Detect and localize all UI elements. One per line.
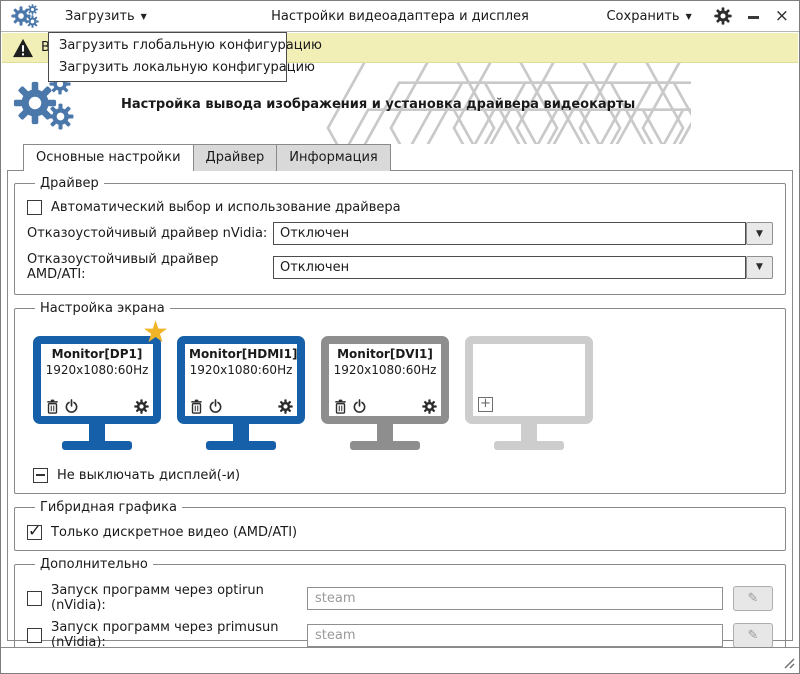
keep-display-on-checkbox[interactable]	[33, 468, 48, 483]
screen-group: Настройка экрана ★ Monitor[DP1] 1920x108…	[14, 301, 786, 494]
nvidia-failsafe-combobox[interactable]: Отключен ▼	[273, 222, 773, 245]
screen-group-title: Настройка экрана	[40, 301, 165, 316]
warning-icon	[12, 38, 34, 58]
monitor-name: Monitor[HDMI1]	[189, 347, 298, 361]
toolbar: Загрузить ▼ Настройки видеоадаптера и ди…	[1, 1, 799, 32]
trash-icon[interactable]	[333, 399, 348, 414]
combo-arrow-button[interactable]: ▼	[746, 222, 773, 245]
resize-grip[interactable]	[781, 655, 795, 669]
settings-gear-icon[interactable]	[714, 7, 732, 25]
hybrid-group: Гибридная графика Только дискретное виде…	[14, 500, 786, 551]
pencil-icon: ✎	[747, 627, 759, 643]
optirun-input[interactable]: steam	[307, 586, 723, 610]
power-icon[interactable]	[208, 399, 223, 414]
menu-item-load-local[interactable]: Загрузить локальную конфигурацию	[59, 60, 315, 75]
tab-main-settings[interactable]: Основные настройки	[23, 144, 194, 172]
save-menu-button[interactable]: Сохранить ▼	[600, 6, 697, 27]
monitor-name: Monitor[DVI1]	[337, 347, 433, 361]
load-menu-label: Загрузить	[65, 8, 135, 24]
primary-star-icon: ★	[142, 315, 169, 350]
menu-item-load-global[interactable]: Загрузить глобальную конфигурацию	[59, 38, 322, 53]
close-button[interactable]: ×	[774, 6, 789, 26]
status-bar	[1, 647, 799, 673]
optirun-checkbox[interactable]	[27, 590, 42, 606]
driver-group: Драйвер Автоматический выбор и использов…	[14, 176, 786, 295]
monitor-resolution: 1920x1080:60Hz	[45, 363, 149, 377]
primusun-input[interactable]: steam	[307, 623, 723, 647]
amd-failsafe-value: Отключен	[273, 255, 746, 279]
load-menu-button[interactable]: Загрузить ▼	[59, 6, 153, 27]
pencil-icon: ✎	[747, 590, 759, 606]
monitor-dp1[interactable]: ★ Monitor[DP1] 1920x1080:60Hz	[33, 318, 169, 450]
nvidia-failsafe-value: Отключен	[273, 222, 746, 245]
hybrid-group-title: Гибридная графика	[40, 500, 177, 515]
optirun-label: Запуск программ через optirun (nVidia):	[51, 583, 264, 613]
power-icon[interactable]	[352, 399, 367, 414]
monitor-hdmi1[interactable]: Monitor[HDMI1] 1920x1080:60Hz	[177, 336, 305, 450]
primusun-label: Запуск программ через primusun (nVidia):	[51, 620, 279, 650]
monitor-dvi1[interactable]: Monitor[DVI1] 1920x1080:60Hz	[321, 336, 449, 450]
power-icon[interactable]	[64, 399, 79, 414]
amd-failsafe-combobox[interactable]: Отключен ▼	[273, 255, 773, 279]
gear-icon[interactable]	[422, 399, 437, 414]
add-monitor-icon[interactable]: +	[478, 397, 493, 412]
trash-icon[interactable]	[45, 399, 60, 414]
header-title: Настройка вывода изображения и установка…	[121, 97, 636, 112]
gear-icon[interactable]	[278, 399, 293, 414]
extra-group-title: Дополнительно	[40, 557, 148, 572]
tab-bar: Основные настройки Драйвер Информация	[1, 144, 799, 172]
app-gears-icon	[11, 4, 41, 28]
monitor-add-slot[interactable]: +	[465, 336, 593, 450]
optirun-edit-button[interactable]: ✎	[733, 585, 773, 611]
monitor-list: ★ Monitor[DP1] 1920x1080:60Hz	[27, 318, 773, 454]
monitor-resolution: 1920x1080:60Hz	[333, 363, 437, 377]
keep-display-on-label: Не выключать дисплей(-и)	[57, 468, 241, 483]
monitor-name: Monitor[DP1]	[51, 347, 143, 361]
load-dropdown-menu: Загрузить глобальную конфигурацию Загруз…	[48, 32, 322, 82]
auto-driver-label: Автоматический выбор и использование дра…	[51, 200, 401, 215]
main-panel: Драйвер Автоматический выбор и использов…	[7, 170, 793, 673]
trash-icon[interactable]	[189, 399, 204, 414]
amd-failsafe-label: Отказоустойчивый драйвер AMD/ATI:	[27, 252, 219, 282]
discrete-only-checkbox[interactable]	[27, 521, 42, 540]
chevron-down-icon: ▼	[140, 11, 147, 21]
page-header: Настройка вывода изображения и установка…	[1, 63, 799, 144]
primusun-checkbox[interactable]	[27, 627, 42, 643]
combo-arrow-button[interactable]: ▼	[746, 255, 773, 279]
driver-group-title: Драйвер	[40, 176, 99, 191]
tab-driver[interactable]: Драйвер	[193, 144, 278, 171]
tab-information[interactable]: Информация	[277, 144, 391, 171]
gear-icon[interactable]	[134, 399, 149, 414]
gears-logo	[13, 73, 73, 135]
primusun-edit-button[interactable]: ✎	[733, 622, 773, 648]
save-menu-label: Сохранить	[606, 8, 680, 24]
auto-driver-checkbox[interactable]	[27, 200, 42, 215]
discrete-only-label: Только дискретное видео (AMD/ATI)	[51, 525, 298, 540]
nvidia-failsafe-label: Отказоустойчивый драйвер nVidia:	[27, 226, 268, 241]
warning-text: В	[41, 40, 50, 55]
chevron-down-icon: ▼	[685, 11, 692, 21]
minimize-button[interactable]	[747, 15, 759, 19]
monitor-resolution: 1920x1080:60Hz	[189, 363, 293, 377]
